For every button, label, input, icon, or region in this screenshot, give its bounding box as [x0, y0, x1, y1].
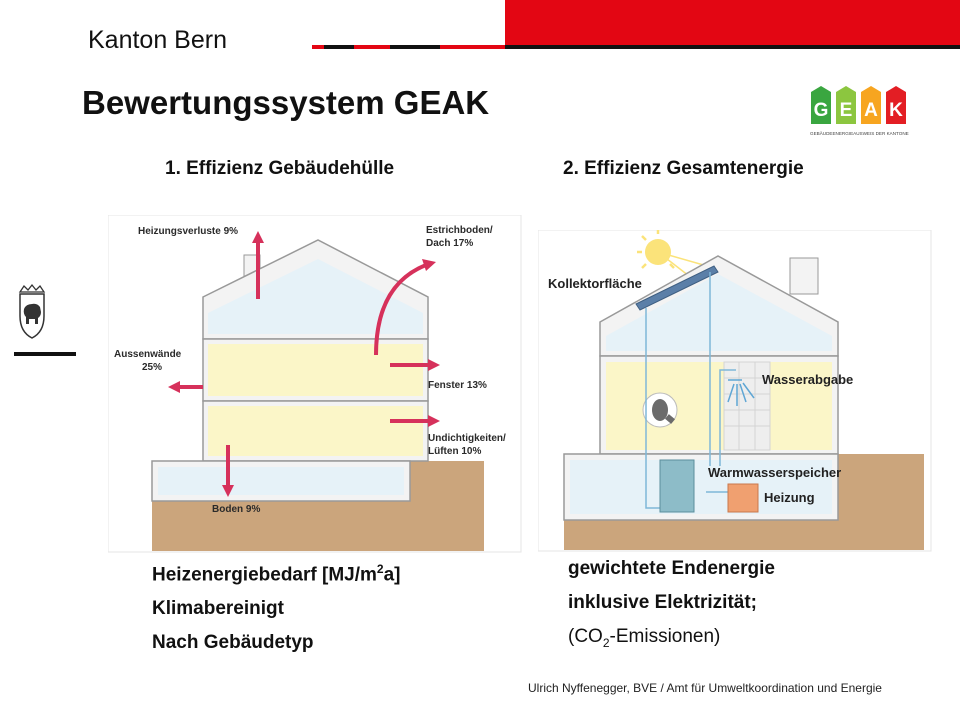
- total-energy-diagram: Kollektorfläche Wasserabgabe Warmwassers…: [538, 230, 932, 552]
- left-info-block: Heizenergiebedarf [MJ/m2a] Klimabereinig…: [152, 552, 401, 660]
- left-column-heading: 1. Effizienz Gebäudehülle: [165, 158, 395, 179]
- label-estrich-1: Estrichboden/: [426, 225, 493, 236]
- label-kollektor: Kollektorfläche: [548, 276, 642, 291]
- left-info-line-2: Klimabereinigt: [152, 598, 284, 620]
- right-info-block: gewichtete Endenergie inklusive Elektriz…: [568, 552, 775, 660]
- label-aussenwaende-1: Aussenwände: [114, 349, 182, 360]
- geak-logo-e-tile: [836, 86, 856, 124]
- label-undicht-1: Undichtigkeiten/: [428, 433, 506, 444]
- page-title: Bewertungssystem GEAK: [82, 84, 490, 121]
- geak-logo-a-tile: [861, 86, 881, 124]
- building-envelope-diagram: Heizungsverluste 9% Estrichboden/ Dach 1…: [108, 215, 522, 553]
- label-heizung: Heizung: [764, 490, 815, 505]
- shower-tiles: [723, 361, 771, 451]
- floor-2-room: [208, 406, 423, 456]
- light-bulb-icon: [642, 392, 678, 428]
- label-heizungsverluste: Heizungsverluste 9%: [138, 226, 238, 237]
- header-red-dash-3: [440, 45, 505, 49]
- geak-logo-letter-k: K: [889, 100, 903, 121]
- header-red-dash-2: [354, 45, 390, 49]
- header-red-dash-1: [312, 45, 324, 49]
- header-red-block: [505, 0, 960, 46]
- water-tank: [659, 459, 695, 513]
- right-info-line-3: (CO2-Emissionen): [568, 620, 775, 660]
- geak-logo-letter-a: A: [864, 100, 878, 121]
- label-aussenwaende-2: 25%: [142, 362, 162, 373]
- left-info-line-1: Heizenergiebedarf [MJ/m2a]: [152, 552, 401, 592]
- bern-coat-of-arms-icon: [14, 283, 76, 356]
- left-info-line-1-text: Heizenergiebedarf [MJ/m: [152, 564, 377, 586]
- right-info-line-3-suffix: -Emissionen): [609, 626, 721, 647]
- left-info-line-3: Nach Gebäudetyp: [152, 632, 314, 654]
- arrow-estrich: [374, 263, 427, 356]
- chimney: [789, 257, 819, 295]
- geak-logo-letter-e: E: [840, 100, 853, 121]
- header-bars: [312, 0, 960, 49]
- label-fenster: Fenster 13%: [428, 380, 487, 391]
- attic-inner: [606, 274, 832, 351]
- heater: [727, 483, 759, 513]
- geak-logo-letter-g: G: [814, 100, 829, 121]
- shower-head-icon: [727, 379, 755, 406]
- label-boden: Boden 9%: [212, 504, 260, 515]
- footer-author: Ulrich Nyffenegger, BVE / Amt für Umwelt…: [528, 681, 882, 695]
- header-black-line: [312, 45, 960, 49]
- label-speicher: Warmwasserspeicher: [708, 465, 841, 480]
- right-info-subscript: 2: [602, 635, 610, 650]
- solar-collector: [635, 265, 719, 311]
- geak-logo: G E A K GEBÄUDEENERGIEAUSWEIS DER KANTON…: [810, 86, 909, 136]
- label-undicht-2: Lüften 10%: [428, 446, 481, 457]
- bern-divider-line: [14, 352, 76, 356]
- label-wasser: Wasserabgabe: [762, 372, 853, 387]
- basement-inner: [570, 460, 832, 514]
- left-info-superscript: 2: [376, 562, 384, 576]
- geak-logo-subtitle: GEBÄUDEENERGIEAUSWEIS DER KANTONE: [810, 130, 909, 136]
- right-info-line-1: gewichtete Endenergie: [568, 558, 775, 579]
- right-info-line-3-text: (CO: [568, 626, 603, 647]
- right-column-heading: 2. Effizienz Gesamtenergie: [563, 158, 804, 179]
- left-info-line-1-suffix: a]: [383, 564, 401, 586]
- label-estrich-2: Dach 17%: [426, 238, 473, 249]
- geak-logo-g-tile: [811, 86, 831, 124]
- floor-1-room: [208, 344, 423, 396]
- geak-logo-k-tile: [886, 86, 906, 124]
- attic-inner: [208, 259, 423, 334]
- right-info-line-2: inklusive Elektrizität;: [568, 592, 758, 613]
- basement-inner: [158, 467, 404, 495]
- canton-name: Kanton Bern: [88, 26, 227, 54]
